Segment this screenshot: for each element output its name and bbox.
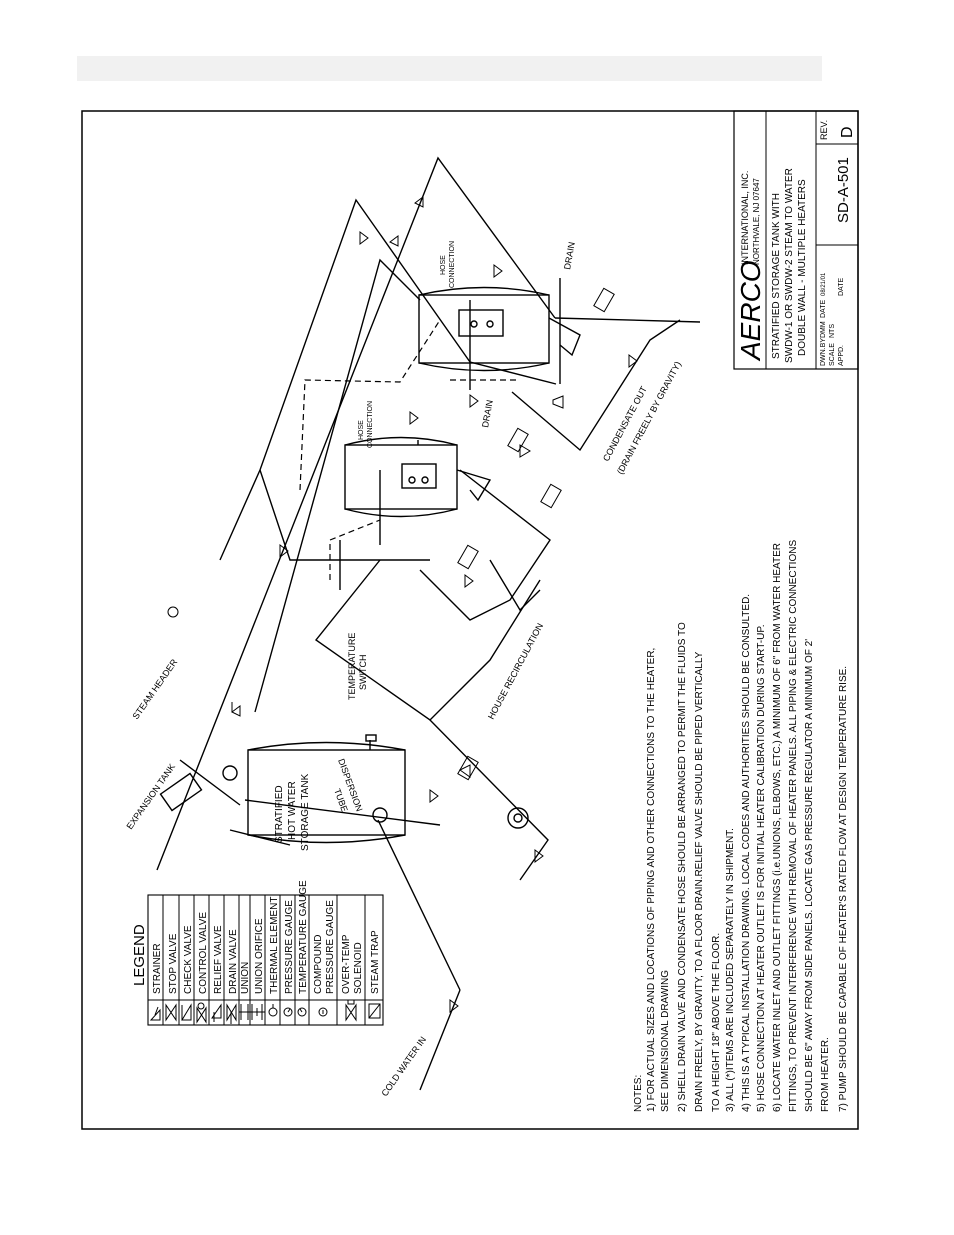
legend-item-union-orifice: UNION ORIFICE [254, 918, 265, 994]
title-block: AERCO INTERNATIONAL, INC. NORTHVALE, NJ … [733, 110, 859, 370]
control-valve-icon [196, 1002, 207, 1024]
legend-item-compound-1: COMPOUND [313, 935, 324, 994]
label-tank-3: STORAGE TANK [300, 773, 311, 851]
note-6b: FITTINGS, TO PREVENT INTERFERENCE WITH R… [788, 540, 799, 1112]
label-hose-conn-1b: CONNECTION [367, 401, 374, 448]
label-tank-2: HOT WATER [287, 781, 298, 840]
note-2: 2) SHELL DRAIN VALVE AND CONDENSATE HOSE… [677, 622, 688, 1112]
check-valve-icon [181, 1003, 192, 1021]
drawing-border [81, 110, 859, 1130]
stop-valve-icon [165, 1003, 177, 1022]
drain-valve-icon [226, 1003, 237, 1024]
note-2b: DRAIN FREELY, BY GRAVITY, TO A FLOOR DRA… [694, 651, 705, 1112]
compound-gauge-icon [318, 1007, 328, 1017]
water-heater-2 [418, 286, 581, 372]
notes-block: NOTES: 1) FOR ACTUAL SIZES AND LOCATIONS… [633, 540, 849, 1112]
legend-item-compound-2: PRESSURE GAUGE [325, 900, 336, 994]
label-hose-conn-2a: HOSE [440, 255, 447, 275]
note-5: 5) HOSE CONNECTION AT HEATER OUTLET IS F… [756, 625, 767, 1112]
legend-item-control-valve: CONTROL VALVE [198, 912, 209, 994]
label-house-recirculation: HOUSE RECIRCULATION [486, 621, 545, 720]
legend: LEGEND STRAINER STOP VALVE CHECK VALVE C… [131, 880, 384, 1026]
label-dispersion-2: TUBE [332, 787, 350, 813]
title-line2: SWDW-1 OR SWDW-2 STEAM TO WATER [784, 168, 795, 363]
label-drain-2: DRAIN [562, 241, 577, 270]
date-value: 08/21/01 [821, 272, 827, 296]
rev-label: REV. [819, 120, 829, 140]
note-2c: TO A HEIGHT 18" ABOVE THE FLOOR. [711, 933, 722, 1112]
label-drain-1: DRAIN [480, 399, 495, 428]
title-line1: STRATIFIED STORAGE TANK WITH [771, 193, 782, 359]
label-hose-conn-2b: CONNECTION [449, 241, 456, 288]
legend-item-strainer: STRAINER [152, 943, 163, 994]
label-tank-1: STRATIFIED [274, 785, 285, 843]
valve-symbols [167, 196, 638, 1013]
company-line1: INTERNATIONAL, INC. [740, 171, 750, 265]
note-3: 3) ALL (*)ITEMS ARE INCLUDED SEPARATELY … [725, 828, 736, 1112]
expansion-tank [159, 772, 203, 812]
storage-tank [222, 734, 406, 844]
union-icon [239, 1004, 250, 1020]
drawing-number: SD-A-501 [835, 157, 852, 223]
label-steam-header: STEAM HEADER [130, 657, 179, 721]
label-expansion-tank: EXPANSION TANK [124, 762, 177, 831]
water-heater-1 [344, 436, 492, 518]
pressure-gauge-icon [283, 1007, 293, 1017]
relief-valve-icon [211, 1003, 222, 1022]
strainer-icon [149, 1006, 161, 1021]
legend-item-drain-valve: DRAIN VALVE [228, 929, 239, 994]
legend-item-check-valve: CHECK VALVE [183, 925, 194, 994]
solenoid-icon [345, 999, 357, 1022]
notes-header: NOTES: [633, 1075, 644, 1112]
note-1b: SEE DIMENSIONAL DRAWING [660, 970, 671, 1112]
note-6d: FROM HEATER. [820, 1037, 831, 1112]
label-temp-switch-1: TEMPERATURE [347, 633, 357, 700]
legend-item-temperature-gauge: TEMPERATURE GAUGE [298, 880, 309, 994]
note-6: 6) LOCATE WATER INLET AND OUTLET FITTING… [772, 543, 783, 1112]
scale-value: NTS [829, 324, 836, 338]
note-1: 1) FOR ACTUAL SIZES AND LOCATIONS OF PIP… [646, 648, 657, 1112]
label-hose-conn-1a: HOSE [358, 420, 365, 440]
scale-label: SCALE [829, 343, 836, 366]
legend-item-pressure-gauge: PRESSURE GAUGE [284, 900, 295, 994]
pump [507, 807, 529, 829]
company-logo: AERCO [735, 260, 766, 362]
dwn-by-value: DMM [820, 321, 827, 338]
union-orifice-icon [250, 1004, 265, 1020]
legend-item-union: UNION [240, 962, 251, 994]
legend-item-thermal-element: THERMAL ELEMENT [269, 897, 280, 994]
date-label: DATE [820, 300, 827, 318]
steam-trap-icon [368, 1003, 381, 1019]
note-4: 4) THIS IS A TYPICAL INSTALLATION DRAWIN… [741, 594, 752, 1112]
appd-label: APPD. [838, 345, 845, 366]
electric-dashed-lines [299, 319, 520, 580]
thermal-element-icon [268, 1004, 278, 1017]
title-line3: DOUBLE WALL - MULTIPLE HEATERS [797, 179, 808, 356]
legend-item-stop-valve: STOP VALVE [168, 933, 179, 994]
legend-item-overtemp-1: OVER-TEMP [341, 934, 352, 994]
company-line2: NORTHVALE, NJ 07647 [752, 178, 761, 265]
legend-item-overtemp-2: SOLENOID [353, 942, 364, 994]
legend-title: LEGEND [131, 924, 148, 986]
legend-item-steam-trap: STEAM TRAP [370, 930, 381, 994]
appd-date-label: DATE [838, 278, 845, 296]
dwn-by-label: DWN.BY [820, 338, 827, 366]
rev-value: D [839, 126, 856, 138]
note-7: 7) PUMP SHOULD BE CAPABLE OF HEATER'S RA… [838, 666, 849, 1112]
legend-item-relief-valve: RELIEF VALVE [213, 925, 224, 994]
temperature-gauge-icon [297, 1007, 307, 1017]
page-header-bar [77, 56, 822, 81]
note-6c: SHOULD BE 6" AWAY FROM SIDE PANELS. LOCA… [804, 639, 815, 1112]
label-temp-switch-2: SWITCH [358, 655, 368, 691]
